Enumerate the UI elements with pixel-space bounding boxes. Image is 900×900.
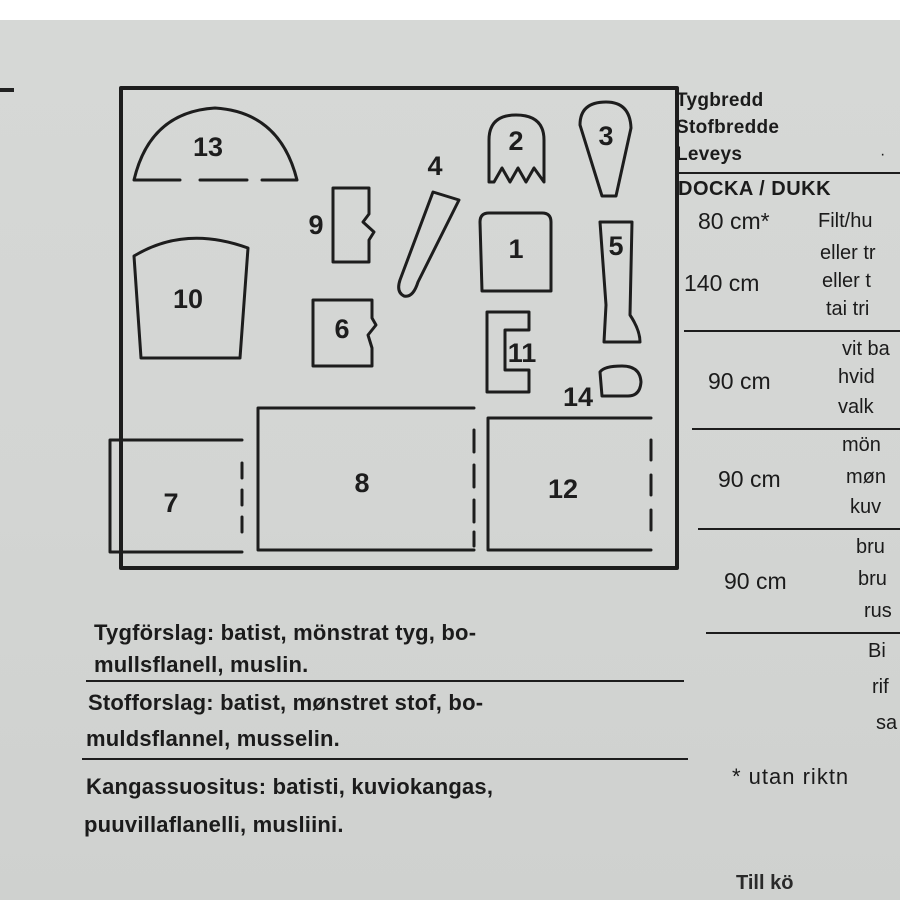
piece-2-outline [487, 113, 546, 184]
piece-4-label: 4 [427, 151, 442, 181]
table-top-rule [676, 172, 900, 174]
fabric-suggestion-fi-line2: puuvillaflanelli, musliini. [84, 812, 344, 837]
fabric-suggestion-da-line2: muldsflannel, musselin. [86, 726, 340, 751]
piece-13-label: 13 [193, 132, 223, 162]
row5-desc-3: rus [864, 600, 892, 622]
caption-rule-1 [86, 680, 684, 682]
row3-width: 90 cm [708, 368, 771, 394]
row3-desc-1: vit ba [842, 338, 890, 360]
edge-mark [0, 88, 14, 92]
piece-6-outline [311, 298, 378, 368]
table-rule-2 [692, 428, 900, 430]
row4-desc-3: kuv [850, 496, 882, 518]
piece-14-label: 14 [563, 382, 593, 412]
table-rule-4 [706, 632, 900, 634]
piece-8-outline [256, 406, 476, 552]
fabric-width-heading-fi: Leveys [676, 144, 743, 165]
row4-width: 90 cm [718, 466, 781, 492]
fabric-suggestion-sv-line1: Tygförslag: batist, mönstrat tyg, bo- [94, 620, 477, 645]
piece-9-label: 9 [308, 210, 323, 240]
piece-7-label: 7 [163, 488, 178, 518]
fabric-suggestion-fi-line1: Kangassuositus: batisti, kuviokangas, [86, 774, 494, 799]
piece-5-outline [598, 220, 642, 344]
piece-8-label: 8 [354, 468, 369, 498]
piece-7-outline [108, 438, 244, 554]
pattern-envelope-paper [0, 20, 900, 900]
piece-13-outline [132, 106, 299, 182]
piece-12-outline [486, 416, 653, 552]
piece-6-label: 6 [334, 314, 349, 344]
piece-3-outline [578, 100, 633, 198]
row5-desc-2: bru [858, 568, 887, 590]
fabric-suggestion-da-line1: Stofforslag: batist, mønstret stof, bo- [88, 690, 484, 715]
table-footnote: * utan riktn [732, 764, 850, 789]
piece-14-outline [598, 364, 643, 398]
row2-desc-3: tai tri [826, 298, 870, 320]
row5-desc-1: bru [856, 536, 885, 558]
piece-10-label: 10 [173, 284, 203, 314]
row1-width: 80 cm* [698, 208, 770, 234]
piece-3-label: 3 [598, 121, 613, 151]
row3-desc-3: valk [838, 396, 874, 418]
bottom-fragment: Till kö [736, 872, 794, 894]
row2-desc-2: eller t [822, 270, 871, 292]
stray-dot: · [880, 146, 886, 163]
piece-12-label: 12 [548, 474, 578, 504]
table-title: DOCKA / DUKK [678, 178, 832, 200]
row6-desc-3: sa [876, 712, 898, 734]
table-rule-3 [698, 528, 900, 530]
piece-1-label: 1 [508, 234, 523, 264]
piece-9-outline [331, 186, 376, 264]
table-rule-1 [684, 330, 900, 332]
row2-width: 140 cm [684, 270, 760, 296]
piece-10-outline [132, 236, 250, 360]
piece-5-label: 5 [608, 231, 623, 261]
fabric-suggestion-sv-line2: mullsflanell, muslin. [94, 652, 309, 677]
row6-desc-1: Bi [868, 640, 886, 662]
row2-desc-1: eller tr [820, 242, 876, 264]
row4-desc-2: møn [846, 466, 886, 488]
row5-width: 90 cm [724, 568, 787, 594]
row1-desc-1: Filt/hu [818, 210, 873, 232]
piece-1-outline [478, 211, 553, 293]
row6-desc-2: rif [872, 676, 889, 698]
fabric-width-heading-sv: Tygbredd [676, 90, 764, 111]
piece-4-outline [397, 190, 461, 298]
caption-rule-2 [82, 758, 688, 760]
piece-2-label: 2 [508, 126, 523, 156]
piece-11-outline [485, 310, 531, 394]
piece-11-label: 11 [508, 338, 537, 368]
fabric-width-heading-da: Stofbredde [676, 117, 780, 138]
layout-frame [119, 86, 679, 570]
row4-desc-1: mön [842, 434, 881, 456]
row3-desc-2: hvid [838, 366, 875, 388]
